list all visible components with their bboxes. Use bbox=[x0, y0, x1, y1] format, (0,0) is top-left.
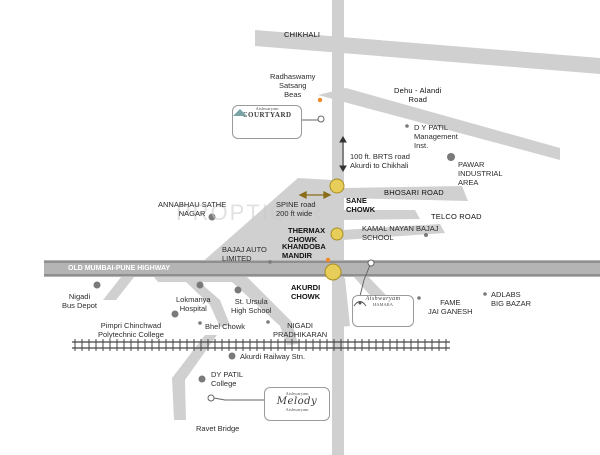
bhel-road bbox=[184, 280, 230, 327]
khandoba-mandir-label: KHANDOBA MANDIR bbox=[282, 242, 326, 260]
highway-lane-top bbox=[44, 261, 600, 263]
road-network bbox=[103, 0, 600, 455]
melody-title: Melody bbox=[276, 396, 318, 407]
melody-small-text: Aishwaryam bbox=[285, 391, 309, 396]
akurdi-chowk-south-road bbox=[335, 278, 350, 327]
bhosari-road-label: BHOSARI ROAD bbox=[384, 188, 444, 197]
nigadi-branch-road bbox=[103, 272, 138, 300]
akurdi-chowk-label: AKURDI CHOWK bbox=[291, 283, 321, 301]
watermark: PROPTIGER bbox=[176, 200, 324, 225]
courtyard-emblem-icon bbox=[233, 109, 247, 116]
kamal-nayan-road bbox=[342, 224, 445, 240]
chikhali-road-label: CHIKHALI bbox=[284, 30, 321, 39]
chowk-markers bbox=[324, 178, 345, 281]
logo-connectors bbox=[207, 115, 375, 402]
courtyard-logo: Aishwaryam COURTYARD bbox=[232, 105, 302, 139]
brts-arrow bbox=[339, 136, 347, 172]
sane-chowk-label: SANE CHOWK bbox=[346, 196, 376, 214]
aishwaryam-logo: Aishwaryam HAMARA bbox=[352, 295, 414, 327]
telco-road-label: TELCO ROAD bbox=[431, 212, 482, 221]
aishwaryam-title: Aishwaryam bbox=[365, 296, 401, 302]
telco-road bbox=[342, 210, 420, 220]
lokmanya-label: Lokmanya Hospital bbox=[176, 295, 211, 313]
bajaj-road bbox=[246, 217, 285, 242]
dy-patil-college-label: DY PATIL College bbox=[211, 370, 244, 388]
khandoba-dot bbox=[325, 257, 331, 263]
spine-road-arrow bbox=[298, 190, 332, 200]
kamal-nayan-label: KAMAL NAYAN BAJAJ SCHOOL bbox=[362, 224, 439, 242]
sane-chowk-marker bbox=[329, 178, 345, 194]
old-mumbai-pune-highway bbox=[44, 260, 600, 277]
brts-road bbox=[332, 0, 344, 455]
brts-road-label: 100 ft. BRTS road Akurdi to Chikhali bbox=[350, 152, 410, 170]
akurdi-chowk-marker bbox=[324, 263, 342, 281]
adlabs-label: ADLABS BIG BAZAR bbox=[491, 290, 532, 308]
aishwaryam-small-text: HAMARA bbox=[372, 302, 393, 307]
aishwaryam-emblem-icon bbox=[353, 301, 367, 307]
highway-label: OLD MUMBAI-PUNE HIGHWAY bbox=[68, 265, 171, 272]
railway-line bbox=[72, 339, 450, 351]
nigadi-depot-label: Nigadi Bus Depot bbox=[62, 292, 98, 310]
annabhau-sathe-label: ANNABHAU SATHE NAGAR bbox=[158, 200, 227, 218]
landmark-dots bbox=[93, 124, 487, 383]
radhaswamy-dot bbox=[317, 97, 323, 103]
pawar-industrial-label: PAWAR INDUSTRIAL AREA bbox=[458, 160, 503, 187]
akurdi-nigadi-road bbox=[150, 272, 298, 345]
bajaj-auto-label: BAJAJ AUTO LIMITED bbox=[222, 245, 267, 263]
courtyard-small-text: Aishwaryam bbox=[255, 106, 279, 111]
melody-logo: Aishwaryam Melody Aishwaryam bbox=[264, 387, 330, 421]
spine-road-label: SPINE road 200 ft wide bbox=[276, 200, 316, 218]
bhel-chowk-label: Bhel Chowk bbox=[205, 322, 246, 331]
st-ursula-label: St. Ursula High School bbox=[231, 297, 272, 315]
ravet-road bbox=[172, 335, 217, 420]
pimpri-polytechnic-label: Pimpri Chinchwad Polytechnic College bbox=[98, 321, 164, 339]
fame-label: FAME JAI GANESH bbox=[428, 298, 473, 316]
thermax-chowk-label: THERMAX CHOWK bbox=[288, 226, 326, 244]
courtyard-title: COURTYARD bbox=[242, 111, 292, 119]
radhaswamy-label: Radhaswamy Satsang Beas bbox=[270, 72, 316, 99]
dehu-alandi-road bbox=[318, 88, 560, 160]
nigadi-pradhikaran-label: NIGADI PRADHIKARAN bbox=[273, 321, 328, 339]
dehu-alandi-road-label: Dehu - Alandi Road bbox=[394, 86, 442, 104]
akurdi-railway-label: Akurdi Railway Stn. bbox=[240, 352, 306, 361]
ravet-bridge-label: Ravet Bridge bbox=[196, 424, 240, 433]
bhosari-road bbox=[342, 186, 468, 201]
thermax-chowk-marker bbox=[330, 227, 344, 241]
dy-patil-mgmt-label: D Y PATIL Management Inst. bbox=[414, 123, 458, 150]
highway-lane-bottom bbox=[44, 274, 600, 276]
melody-sub-text: Aishwaryam bbox=[285, 407, 309, 412]
